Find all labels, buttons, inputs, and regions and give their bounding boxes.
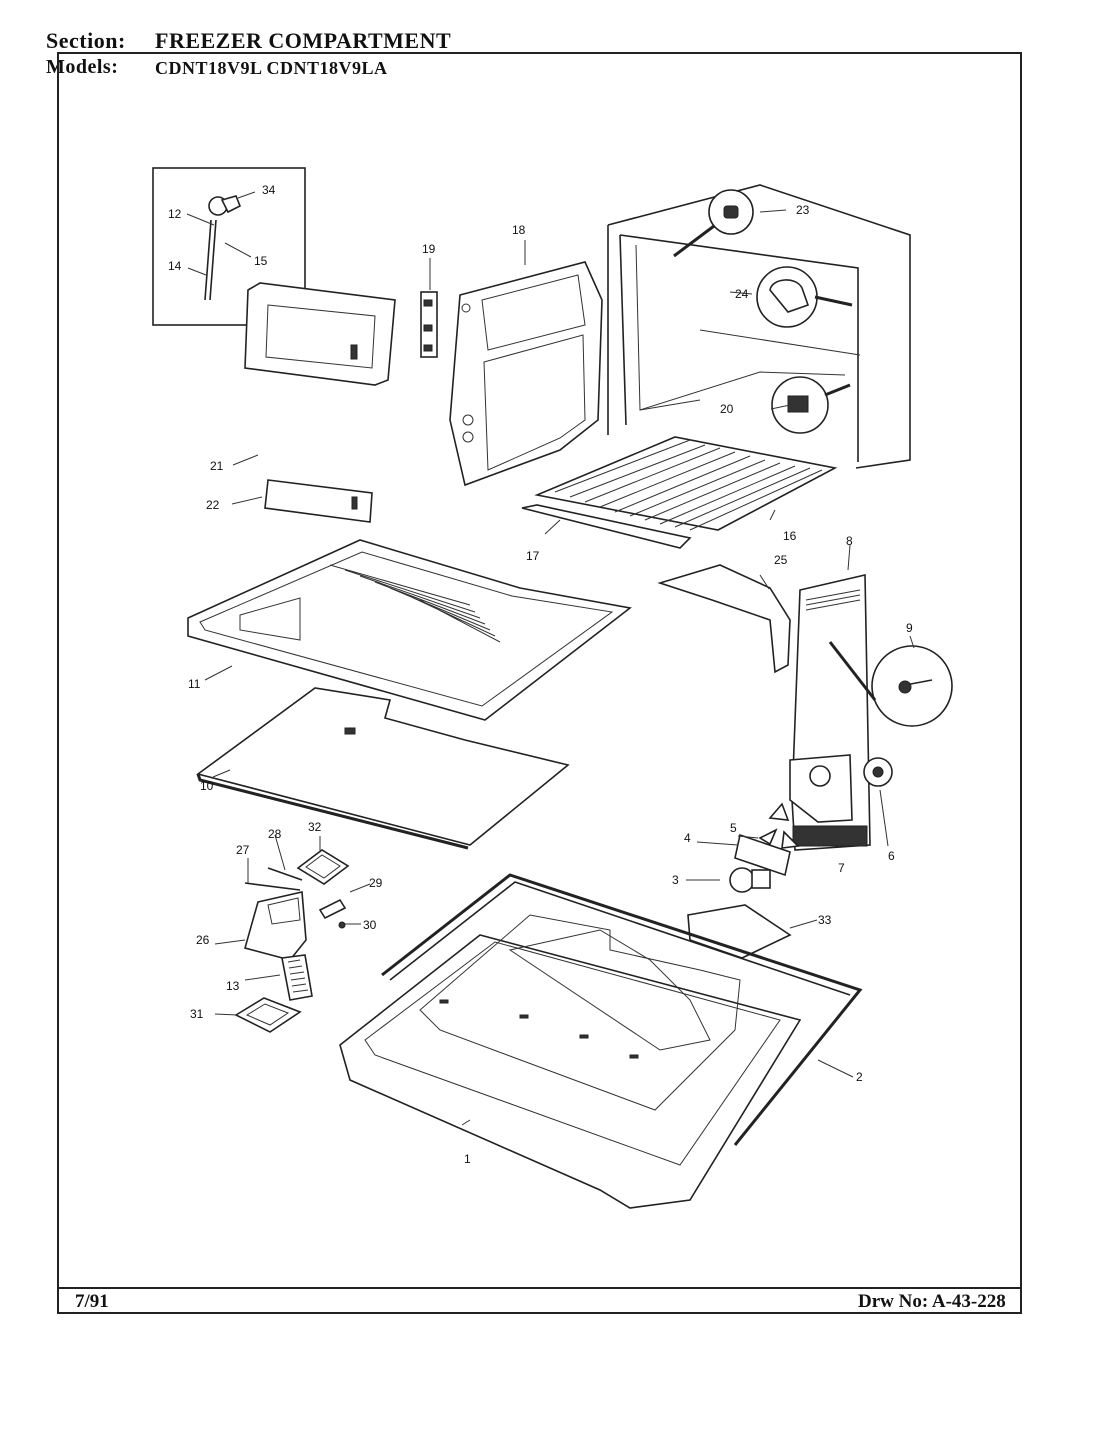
inset-tubing-detail [152, 167, 306, 326]
callout-3: 3 [672, 873, 679, 887]
callout-31: 31 [190, 1007, 204, 1021]
callout-29: 29 [369, 876, 383, 890]
callout-labels: 1 2 3 4 5 6 7 8 9 10 11 12 13 14 15 16 1… [168, 183, 913, 1166]
footer-divider [57, 1287, 1022, 1289]
part-10-panel [196, 687, 570, 850]
part-9-screw [828, 641, 953, 727]
part-25-duct [657, 564, 791, 674]
callout-28: 28 [268, 827, 282, 841]
callout-17: 17 [526, 549, 540, 563]
callout-16: 16 [783, 529, 797, 543]
leader-lines [186, 191, 915, 1126]
part-26-ice-bucket [244, 891, 307, 961]
part-33-cover [687, 904, 792, 959]
callout-5: 5 [730, 821, 737, 835]
callout-23: 23 [796, 203, 810, 217]
part-11-freezer-shelf [187, 539, 632, 721]
callout-15: 15 [254, 254, 268, 268]
callout-25: 25 [774, 553, 788, 567]
part-17-shelf-rail [521, 504, 692, 549]
part-7-fan-bracket [789, 754, 853, 823]
callout-14: 14 [168, 259, 182, 273]
part-21-housing [244, 282, 396, 386]
models-label: Models: [46, 56, 119, 78]
part-24-light-bulb [756, 266, 853, 328]
callout-34: 34 [262, 183, 276, 197]
callout-13: 13 [226, 979, 240, 993]
part-6-grommet [863, 757, 893, 787]
part-22-lens [264, 479, 373, 523]
part-32-plate [296, 849, 350, 885]
callout-9: 9 [906, 621, 913, 635]
part-23-light-socket [673, 189, 754, 258]
callout-10: 10 [200, 779, 214, 793]
part-5-fan-blade [758, 802, 800, 849]
part-3-fan-motor [729, 867, 771, 893]
callout-21: 21 [210, 459, 224, 473]
part-2-breaker-strip [381, 873, 863, 1146]
callout-27: 27 [236, 843, 250, 857]
part-29-30-hardware [318, 898, 347, 929]
callout-11: 11 [188, 677, 201, 691]
part-20-control [771, 376, 851, 434]
drawing-number: Drw No: A-43-228 [858, 1291, 1006, 1312]
callout-7: 7 [838, 861, 845, 875]
callout-8: 8 [846, 534, 853, 548]
section-label: Section: [46, 28, 126, 53]
callout-6: 6 [888, 849, 895, 863]
callout-2: 2 [856, 1070, 863, 1084]
freezer-cabinet-outline [607, 184, 911, 469]
callout-18: 18 [512, 223, 526, 237]
part-4-motor-bracket [734, 833, 791, 877]
drawing-frame [57, 52, 1022, 1314]
callout-26: 26 [196, 933, 210, 947]
part-31-frame [234, 997, 302, 1033]
models-list: CDNT18V9L CDNT18V9LA [155, 58, 388, 78]
callout-24: 24 [735, 287, 749, 301]
callout-30: 30 [363, 918, 377, 932]
callout-33: 33 [818, 913, 832, 927]
callout-32: 32 [308, 820, 322, 834]
drawing-date: 7/91 [75, 1291, 109, 1312]
part-13-grille [281, 954, 313, 1001]
callout-20: 20 [720, 402, 734, 416]
callout-12: 12 [168, 207, 182, 221]
callout-4: 4 [684, 831, 691, 845]
part-1-liner-tray [339, 914, 802, 1209]
part-19-hinge [420, 291, 438, 358]
callout-19: 19 [422, 242, 436, 256]
callout-1: 1 [464, 1152, 471, 1166]
part-16-wire-shelf [534, 436, 838, 531]
part-18-door-frame [449, 261, 603, 487]
callout-22: 22 [206, 498, 220, 512]
part-27-28-ice-rod [244, 867, 303, 891]
section-title: FREEZER COMPARTMENT [155, 28, 452, 53]
